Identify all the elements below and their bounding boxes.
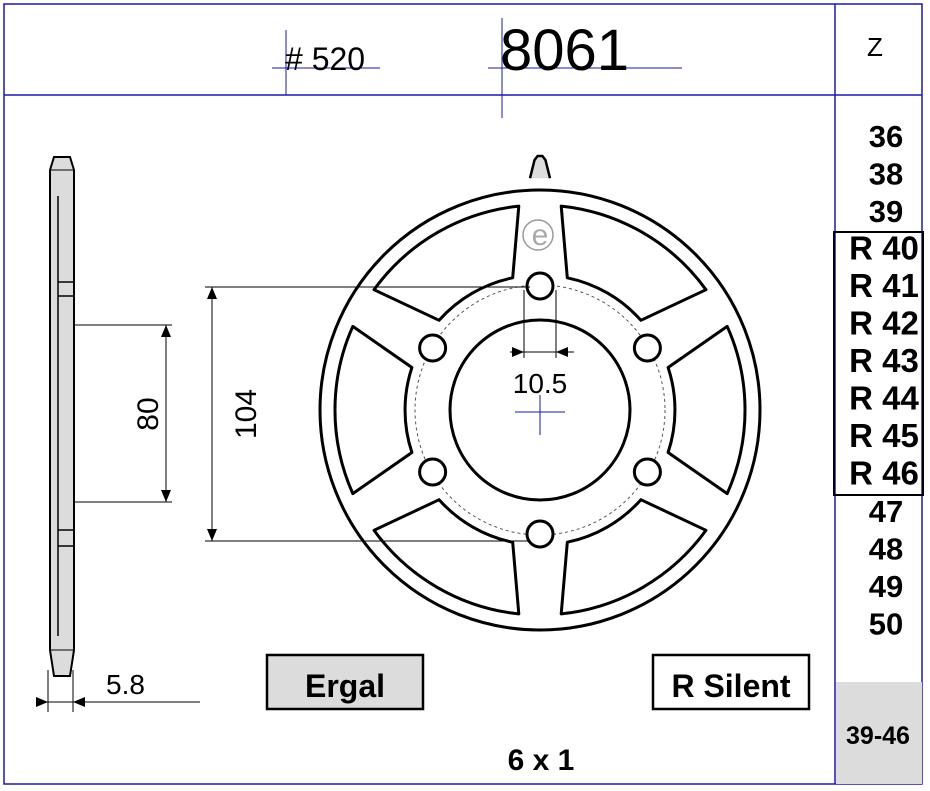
spoke-window (559, 204, 708, 322)
spoke-window (372, 204, 521, 322)
teeth-option: 38 (869, 157, 903, 192)
inner-ring (318, 188, 762, 632)
teeth-option: 49 (869, 569, 903, 604)
spoke-window (333, 324, 414, 496)
teeth-option: 48 (869, 532, 903, 567)
bolt-hole (525, 519, 555, 549)
teeth-option: 36 (869, 119, 903, 154)
variant-label: R Silent (671, 668, 790, 704)
teeth-option: 50 (869, 607, 903, 642)
teeth-option: 39 (869, 194, 903, 229)
dimension-lines (36, 286, 574, 712)
teeth-option: R 46 (849, 455, 919, 492)
teeth-option: R 44 (849, 380, 919, 417)
bolt-hole-dim: 10.5 (513, 368, 568, 399)
bolt-hole (632, 333, 662, 363)
bolt-hole (525, 271, 555, 301)
material-badge (265, 653, 425, 711)
bolt-hole (632, 457, 662, 487)
spoke-window (666, 324, 747, 496)
bolt-hole (418, 457, 448, 487)
teeth-option: R 40 (849, 230, 919, 267)
teeth-option: R 42 (849, 305, 919, 342)
bolt-spacing-dim: 80 (132, 397, 165, 430)
center-hole-dim: 104 (230, 389, 263, 439)
arrowheads (36, 287, 568, 707)
teeth-option: R 45 (849, 417, 919, 454)
material-label: Ergal (305, 668, 385, 704)
variant-badge (651, 653, 811, 711)
thickness-dim: 5.8 (106, 669, 145, 700)
spoke-window (372, 498, 521, 616)
z-label: Z (867, 32, 883, 62)
teeth-option: R 43 (849, 342, 919, 379)
sprocket-teeth (528, 154, 552, 179)
part-number: 8061 (500, 18, 629, 83)
bolt-pattern: 6 x 1 (508, 744, 575, 777)
bolt-hole (418, 333, 448, 363)
teeth-option: 47 (869, 494, 903, 529)
spoke-window (559, 498, 708, 616)
logo-circle (522, 219, 554, 251)
range-box (833, 231, 924, 496)
logo: e (532, 219, 549, 252)
range-cell (836, 682, 922, 784)
chain-pitch: # 520 (285, 41, 365, 77)
teeth-option: R 41 (849, 267, 919, 304)
teeth-range: 39-46 (846, 722, 910, 750)
side-view (49, 156, 75, 677)
